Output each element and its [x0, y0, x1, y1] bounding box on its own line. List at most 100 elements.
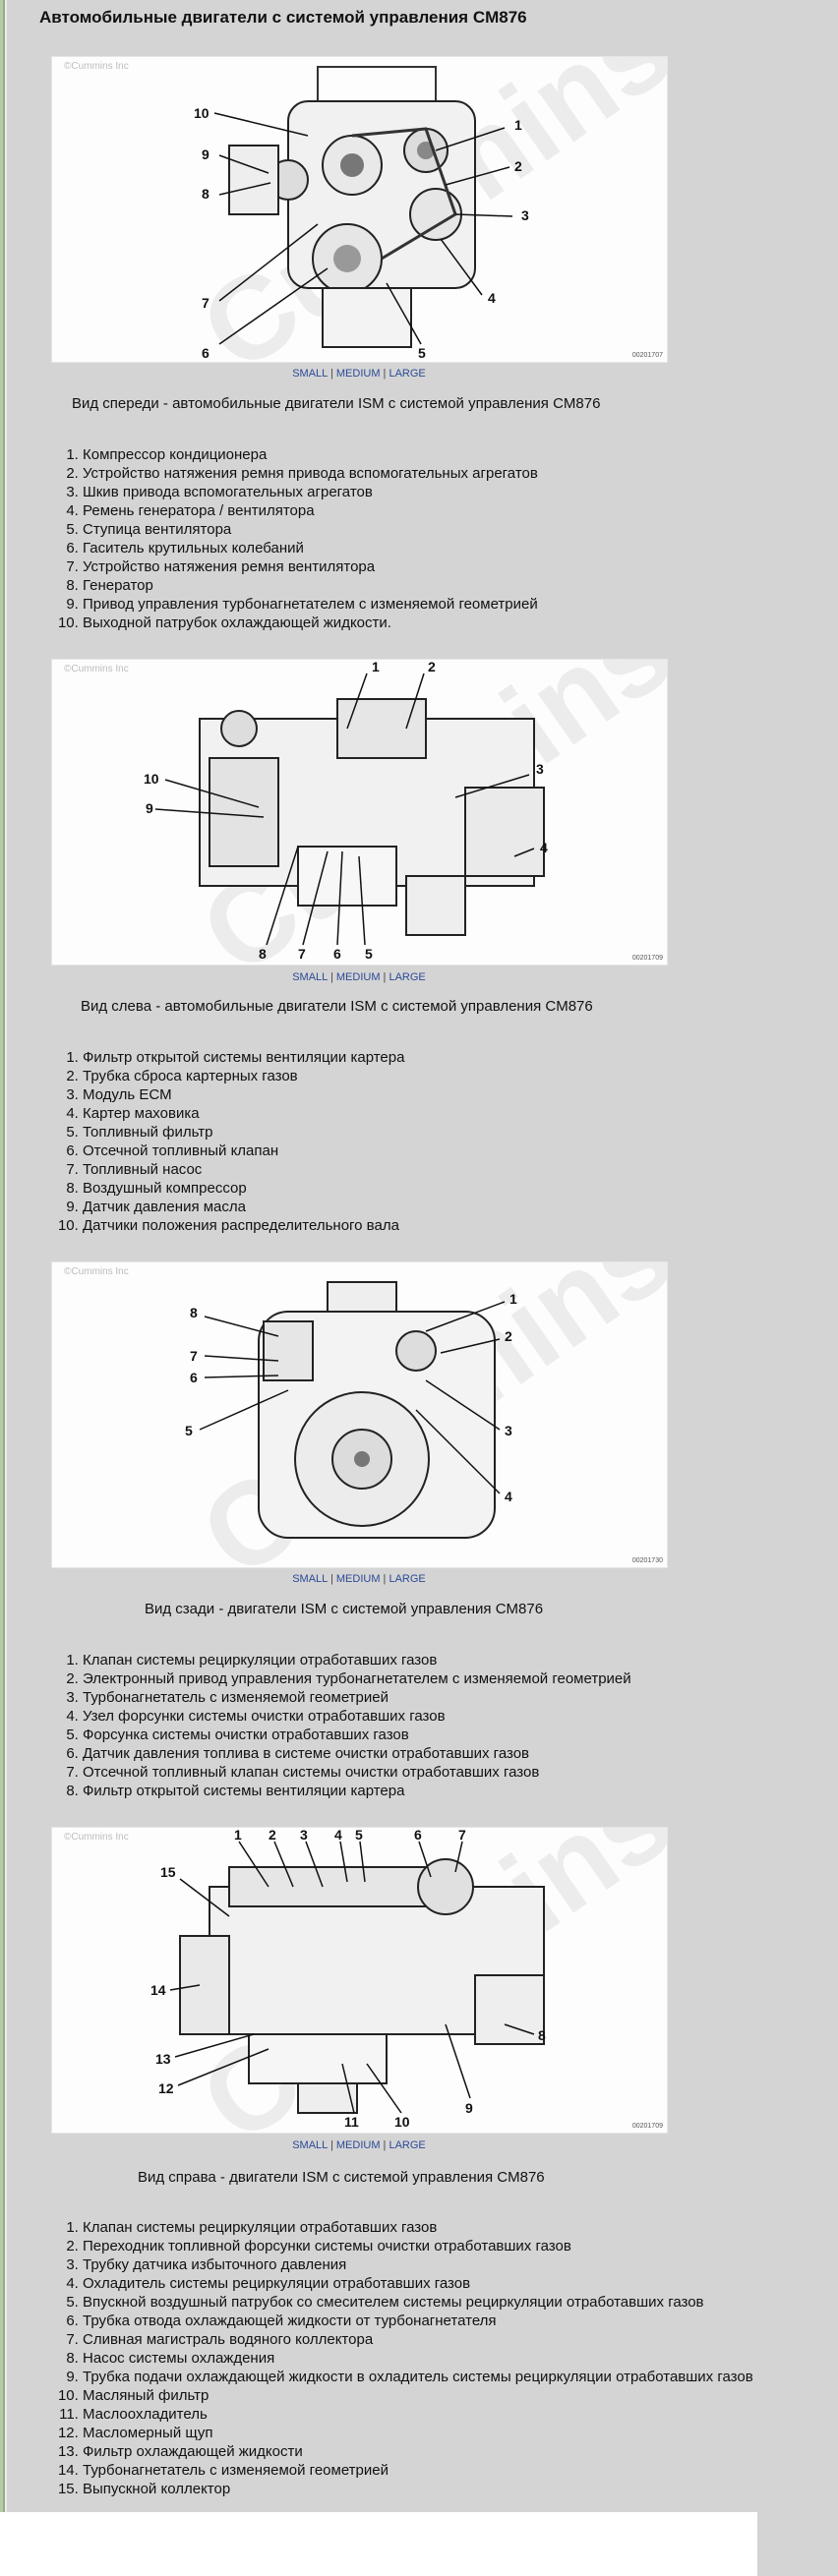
size-medium-link[interactable]: MEDIUM [335, 971, 381, 983]
callout-10: 10 [194, 105, 210, 121]
callout-9: 9 [465, 2100, 473, 2116]
list-item: Трубку датчика избыточного давления [83, 2255, 753, 2274]
callout-6: 6 [333, 946, 341, 962]
list-item: Устройство натяжения ремня вентилятора [83, 557, 538, 576]
callout-1: 1 [514, 117, 522, 133]
list-item: Топливный насос [83, 1160, 404, 1179]
list-item: Картер маховика [83, 1104, 404, 1123]
callout-7: 7 [458, 1828, 466, 1843]
list-item: Шкив привода вспомогательных агрегатов [83, 483, 538, 501]
size-small-link[interactable]: SMALL [292, 368, 328, 380]
list-item: Сливная магистраль водяного коллектора [83, 2330, 753, 2349]
size-small-link[interactable]: SMALL [292, 971, 328, 983]
size-medium-link[interactable]: MEDIUM [335, 1573, 381, 1585]
footer-corner [757, 2512, 838, 2576]
callout-8: 8 [190, 1305, 198, 1320]
list-item: Переходник топливной форсунки системы оч… [83, 2237, 753, 2255]
list-item: Охладитель системы рециркуляции отработа… [83, 2274, 753, 2293]
list-item: Электронный привод управления турбонагне… [83, 1669, 631, 1688]
list-item: Масляный фильтр [83, 2386, 753, 2405]
parts-list: Компрессор кондиционера Устройство натяж… [39, 445, 538, 632]
callout-2: 2 [269, 1828, 276, 1843]
size-large-link[interactable]: LARGE [389, 1573, 426, 1585]
list-item: Турбонагнетатель с изменяемой геометрией [83, 1688, 631, 1707]
callout-5: 5 [418, 345, 426, 361]
callout-7: 7 [298, 946, 306, 962]
figure-caption: Вид спереди - автомобильные двигатели IS… [72, 395, 601, 412]
size-large-link[interactable]: LARGE [389, 368, 426, 380]
left-engine-drawing: Cummins 1 2 3 4 5 6 7 8 9 10 [144, 660, 667, 965]
list-item: Клапан системы рециркуляции отработавших… [83, 1651, 631, 1669]
list-item: Выходной патрубок охлаждающей жидкости. [83, 614, 538, 632]
list-item: Фильтр охлаждающей жидкости [83, 2442, 753, 2461]
callout-1: 1 [372, 660, 380, 674]
callout-3: 3 [300, 1828, 308, 1843]
list-item: Клапан системы рециркуляции отработавших… [83, 2218, 753, 2237]
list-item: Датчики положения распределительного вал… [83, 1216, 404, 1235]
parts-list: Клапан системы рециркуляции отработавших… [39, 2218, 753, 2498]
rear-engine-drawing: Cummins 1 2 3 4 5 6 7 8 [178, 1262, 667, 1567]
callout-4: 4 [540, 840, 548, 855]
left-view-diagram: Cummins 1 2 3 4 5 6 7 8 9 10 ©Cummins In… [51, 659, 668, 966]
callout-14: 14 [150, 1982, 166, 1998]
callout-10: 10 [144, 771, 159, 787]
rear-view-diagram: Cummins 1 2 3 4 5 6 7 8 ©Cummins Inc 002… [51, 1261, 668, 1568]
size-links: SMALL | MEDIUM | LARGE [292, 971, 426, 983]
callout-7: 7 [202, 295, 210, 311]
parts-list: Клапан системы рециркуляции отработавших… [39, 1651, 631, 1800]
image-code: 00201730 [631, 1557, 663, 1564]
callout-9: 9 [202, 146, 210, 162]
list-item: Воздушный компрессор [83, 1179, 404, 1198]
size-large-link[interactable]: LARGE [389, 2139, 426, 2151]
size-small-link[interactable]: SMALL [292, 2139, 328, 2151]
list-item: Устройство натяжения ремня привода вспом… [83, 464, 538, 483]
right-view-diagram: Cummins 1 2 3 4 5 6 7 8 9 10 11 12 13 [51, 1827, 668, 2134]
callout-2: 2 [428, 660, 436, 674]
callout-7: 7 [190, 1348, 198, 1364]
list-item: Форсунка системы очистки отработавших га… [83, 1726, 631, 1744]
list-item: Модуль ECM [83, 1085, 404, 1104]
callout-5: 5 [365, 946, 373, 962]
footer-area [0, 2512, 757, 2576]
list-item: Отсечной топливный клапан [83, 1142, 404, 1160]
callout-1: 1 [234, 1828, 242, 1843]
size-links: SMALL | MEDIUM | LARGE [292, 2139, 426, 2151]
size-medium-link[interactable]: MEDIUM [335, 368, 381, 380]
callout-10: 10 [394, 2114, 410, 2130]
list-item: Датчик давления топлива в системе очистк… [83, 1744, 631, 1763]
figure-caption: Вид слева - автомобильные двигатели ISM … [81, 998, 593, 1015]
list-item: Маслоохладитель [83, 2405, 753, 2424]
callout-5: 5 [185, 1423, 193, 1438]
callout-4: 4 [334, 1828, 342, 1843]
callout-3: 3 [521, 207, 529, 223]
callout-1: 1 [509, 1291, 517, 1307]
figure-caption: Вид сзади - двигатели ISM с системой упр… [145, 1601, 544, 1617]
callout-3: 3 [505, 1423, 512, 1438]
callout-13: 13 [155, 2051, 171, 2067]
front-engine-drawing: Cummins 1 2 3 4 5 6 7 8 9 10 [178, 57, 667, 362]
list-item: Ступица вентилятора [83, 520, 538, 539]
list-item: Датчик давления масла [83, 1198, 404, 1216]
list-item: Впускной воздушный патрубок со смесителе… [83, 2293, 753, 2312]
list-item: Турбонагнетатель с изменяемой геометрией [83, 2461, 753, 2480]
list-item: Отсечной топливный клапан системы очистк… [83, 1763, 631, 1782]
callout-15: 15 [160, 1864, 176, 1880]
callout-6: 6 [414, 1828, 422, 1843]
callout-4: 4 [505, 1489, 512, 1504]
size-small-link[interactable]: SMALL [292, 1573, 328, 1585]
callout-3: 3 [536, 761, 544, 777]
page-title: Автомобильные двигатели с системой управ… [39, 8, 527, 27]
list-item: Трубка отвода охлаждающей жидкости от ту… [83, 2312, 753, 2330]
list-item: Гаситель крутильных колебаний [83, 539, 538, 557]
list-item: Трубка подачи охлаждающей жидкости в охл… [83, 2368, 753, 2386]
size-medium-link[interactable]: MEDIUM [335, 2139, 381, 2151]
callout-8: 8 [202, 186, 210, 202]
callout-6: 6 [202, 345, 210, 361]
callout-9: 9 [146, 800, 153, 816]
size-links: SMALL | MEDIUM | LARGE [292, 368, 426, 380]
image-code: 00201709 [631, 2123, 663, 2130]
callout-11: 11 [344, 2114, 359, 2130]
callout-8: 8 [259, 946, 267, 962]
callout-12: 12 [158, 2080, 174, 2096]
size-large-link[interactable]: LARGE [389, 971, 426, 983]
